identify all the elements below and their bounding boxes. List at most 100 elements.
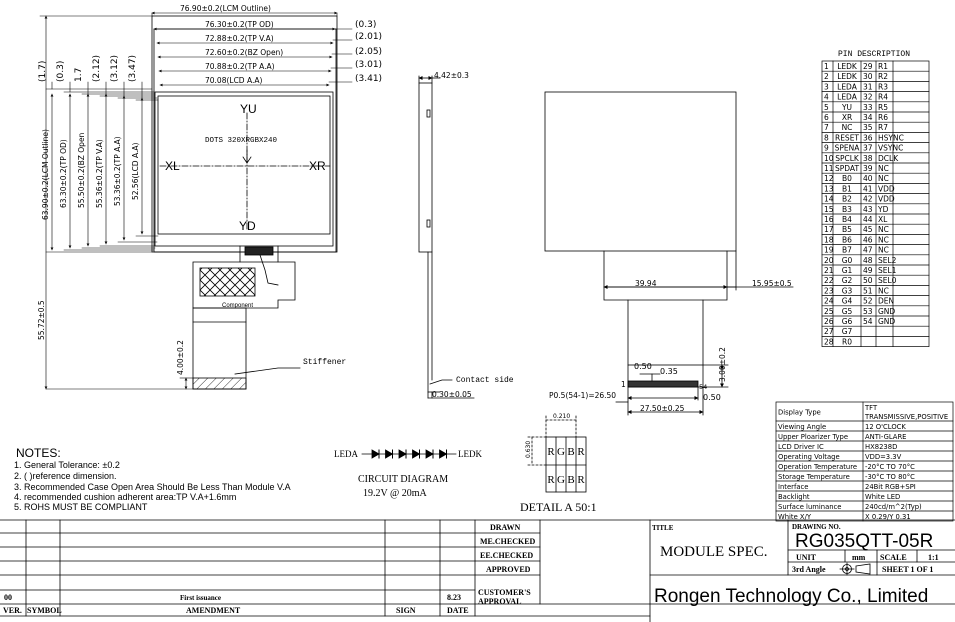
pin-number: 40 [863,174,873,183]
component-area [199,267,256,297]
detail-side-dim: 0.630 [525,441,532,458]
label-title: TITLE [652,524,674,532]
spec-label: Operation Temperature [778,463,857,471]
spec-value: TFT [864,404,878,412]
label-drawn: DRAWN [490,523,520,532]
rev-value: 00 [4,593,12,602]
center-arrow [242,149,252,164]
pin-signal: G7 [842,327,853,336]
dim-bz-open-width: 72.60±0.2(BZ Open) [205,48,283,57]
label-symbol: SYMBOL [27,606,62,615]
pin-number: 36 [863,133,873,142]
label-yu: YU [240,102,257,116]
pin-signal: B3 [842,205,852,214]
pin-number: 33 [863,103,873,112]
unit-value: mm [852,553,866,562]
pin-signal: YU [841,103,852,112]
pin-number: 3 [824,82,829,91]
pin-signal: RESET [835,133,859,142]
pin-number: 48 [863,256,873,265]
pin-number: 8 [824,133,829,142]
dim-pad-050b: 0.50 [703,393,721,402]
label-amendment: AMENDMENT [186,606,241,615]
dim-fpc-width: 27.50±0.25 [640,404,685,413]
spec-value: VDD=3.3V [865,453,902,461]
pin-number: 15 [824,205,834,214]
pin-number: 25 [824,307,834,316]
pin-signal: LEDA [837,82,858,91]
circuit-diagram [361,449,457,459]
dim-lcm-outline-height: 63.90±0.2(LCM Outline) [41,129,50,220]
spec-label: LCD Driver IC [778,443,824,451]
pin-number: 6 [824,113,829,122]
spec-value: HX8238D [865,443,897,451]
spec-label: Storage Temperature [778,473,850,481]
pin-signal: NC [878,225,889,234]
label-ee-checked: EE.CHECKED [480,551,533,560]
spec-label: White X/Y [778,513,812,521]
subpixel-label: B [567,446,574,458]
fpc-trace [259,254,279,286]
pin-number: 9 [824,144,829,153]
dim-tp-va-width: 72.88±0.2(TP V.A) [205,34,274,43]
pin-number: 4 [824,93,829,102]
pin-signal: B5 [842,225,852,234]
pin-signal: LEDK [837,72,858,81]
tp-va [154,91,334,247]
pin-number: 35 [863,123,873,132]
spec-label: Backlight [778,493,810,501]
pin-signal: B6 [842,235,852,244]
pin-signal: XL [878,215,888,224]
pin-signal: B2 [842,195,852,204]
fpc-neck [239,245,279,263]
dim-pad-035: 0.35 [660,367,678,376]
spec-value: ANTI-GLARE [865,433,906,441]
pin-signal: DEN [878,297,894,306]
drawing-title: MODULE SPEC. [660,544,768,560]
led-diode-icon [385,449,394,459]
label-unit: UNIT [796,553,817,562]
dim-ref-3-01: (3.01) [355,60,382,70]
scale-value: 1:1 [928,553,939,562]
led-diode-icon [425,449,434,459]
pin-signal: SPENA [835,144,861,153]
dim-lcm-outline-width: 76.90±0.2(LCM Outline) [180,4,271,13]
spec-label: Interface [778,483,808,491]
pin-signal: R0 [842,337,852,346]
pin-signal: NC [878,286,889,295]
spec-label: Operating Voltage [778,453,840,461]
pin-signal: NC [878,164,889,173]
fpc-connector [244,246,274,256]
pin-signal: SEL0 [878,276,897,285]
dim-ref-1-7: (1.7) [38,61,48,82]
dim-ref-2-01: (2.01) [355,32,382,42]
pin-number: 32 [863,93,873,102]
label-contact-side: Contact side [456,376,514,385]
note-5: 5. ROHS MUST BE COMPLIANT [14,502,148,512]
pin-number: 54 [863,317,873,326]
dim-ref-3-12: (3.12) [110,55,120,82]
pin-signal: R7 [878,123,888,132]
pin-signal: DCLK [878,154,899,163]
rear-fpc-top [603,250,728,366]
pin-signal: B0 [842,174,852,183]
spec-table: Display TypeTFTTRANSMISSIVE,POSITIVEView… [775,401,954,522]
label-pin54: 54 [699,383,707,391]
label-scale: SCALE [880,553,907,562]
pin-number: 30 [863,72,873,81]
led-diode-icon [398,449,407,459]
pin-number: 39 [863,164,873,173]
label-date: DATE [447,606,469,615]
dim-ref-2-12: (2.12) [92,55,102,82]
note-2: 2. ( )reference dimension. [14,471,117,481]
date-value: 8.23 [447,593,461,602]
front-dims-horizontal [151,11,353,87]
pin-number: 22 [824,276,834,285]
pin-signal: NC [878,174,889,183]
pin-signal: VSYNC [878,144,903,153]
label-ver: VER. [3,606,22,615]
dim-pad-050: 0.50 [634,362,652,371]
